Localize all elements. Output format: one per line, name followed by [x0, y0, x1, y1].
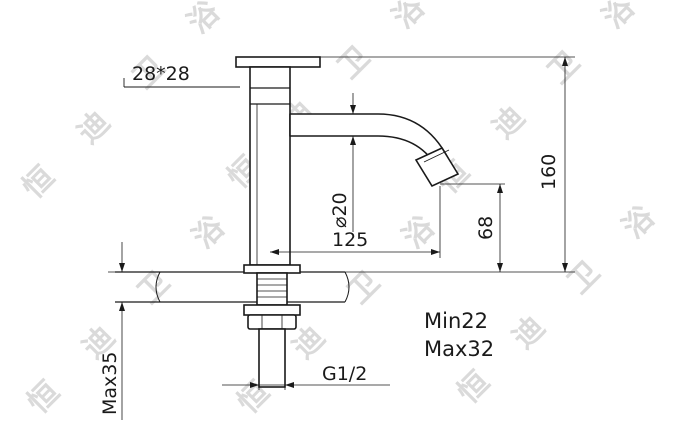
install-notes: Min22 Max32 — [424, 309, 494, 361]
dim-reach-label: 125 — [332, 229, 368, 251]
watermark-char: 恒 — [451, 365, 497, 411]
watermark-char: 浴 — [616, 199, 663, 246]
dim-total-height-label: 160 — [538, 154, 560, 190]
dim-max-thickness-label: Max35 — [99, 352, 121, 415]
dim-outlet-height: 68 — [440, 183, 505, 272]
dim-reach: 125 — [270, 186, 441, 258]
dim-handle-label: 28*28 — [132, 63, 190, 85]
dim-spout-diameter: ⌀20 — [329, 93, 356, 232]
dim-thread: G1/2 — [222, 340, 390, 390]
watermark-char: 浴 — [181, 0, 228, 41]
watermark-char: 卫 — [331, 40, 377, 86]
note-min: Min22 — [424, 309, 488, 333]
dim-thread-label: G1/2 — [322, 363, 367, 385]
watermark-char: 浴 — [186, 209, 233, 256]
watermark-char: 迪 — [486, 100, 532, 146]
watermark-char: 恒 — [16, 160, 62, 206]
watermark-char: 浴 — [396, 209, 443, 256]
dim-spout-diameter-label: ⌀20 — [329, 192, 351, 228]
watermark-char: 浴 — [386, 0, 433, 36]
watermark-char: 迪 — [71, 105, 117, 151]
watermark-char: 恒 — [21, 375, 67, 421]
dim-max-thickness: Max35 — [99, 242, 160, 420]
faucet-body — [235, 56, 460, 388]
dim-outlet-height-label: 68 — [475, 216, 497, 240]
watermark-char: 卫 — [561, 255, 607, 301]
watermark-char: 卫 — [341, 265, 387, 311]
dim-handle: 28*28 — [123, 63, 240, 88]
watermark-char: 浴 — [596, 0, 643, 36]
watermark-char: 卫 — [541, 45, 587, 91]
watermark-char: 迪 — [506, 310, 552, 356]
note-max: Max32 — [424, 337, 494, 361]
dim-total-height: 160 — [320, 56, 575, 273]
